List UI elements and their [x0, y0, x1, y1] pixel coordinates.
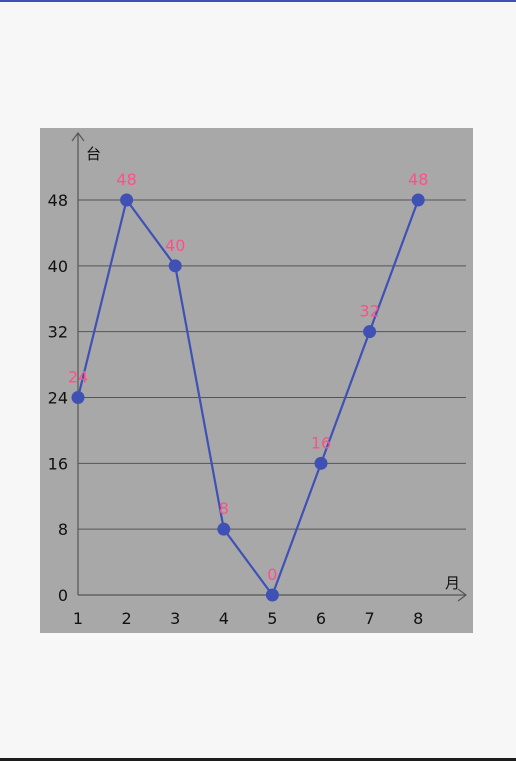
y-tick-label: 48 [48, 191, 68, 210]
y-axis-arrow [71, 132, 85, 142]
status-bar [0, 0, 516, 2]
series-line [76, 198, 420, 597]
data-point [363, 325, 377, 339]
x-tick-labels: 1 2 3 4 5 6 7 8 [73, 609, 423, 628]
y-tick-labels: 0 8 16 24 32 40 48 [48, 191, 68, 605]
chart-canvas: 0 8 16 24 32 40 48 1 2 3 4 5 6 7 8 台 月 24 48 40 8 0 16 32 48 [48, 132, 467, 628]
data-label: 32 [359, 302, 379, 321]
data-point [217, 522, 231, 536]
data-labels: 24 48 40 8 0 16 32 48 [68, 170, 429, 584]
data-label: 8 [219, 499, 229, 518]
series-line [76, 198, 420, 597]
x-tick-label: 8 [413, 609, 423, 628]
data-point [314, 456, 328, 470]
data-point [411, 193, 425, 207]
x-axis-arrow [457, 588, 467, 602]
x-tick-label: 4 [219, 609, 229, 628]
y-tick-label: 24 [48, 389, 68, 408]
y-tick-label: 32 [48, 323, 68, 342]
data-point [168, 259, 182, 273]
data-label: 24 [68, 368, 88, 387]
line-chart: 0 8 16 24 32 40 48 1 2 3 4 5 6 7 8 台 月 24 48 40 8 0 16 32 48 [40, 128, 473, 633]
data-point [265, 588, 279, 602]
x-tick-label: 6 [316, 609, 326, 628]
x-tick-label: 2 [122, 609, 132, 628]
x-tick-label: 7 [365, 609, 375, 628]
y-tick-label: 8 [58, 520, 68, 539]
y-tick-label: 40 [48, 257, 68, 276]
data-label: 0 [267, 565, 277, 584]
grid-lines [78, 199, 466, 530]
data-label: 48 [116, 170, 136, 189]
data-point [71, 391, 85, 404]
data-label: 48 [408, 170, 428, 189]
x-tick-label: 3 [170, 609, 180, 628]
x-axis-label: 月 [445, 574, 460, 592]
data-label: 16 [311, 433, 331, 452]
x-tick-label: 5 [267, 609, 277, 628]
y-tick-label: 16 [48, 454, 68, 473]
y-tick-label: 0 [58, 586, 68, 605]
data-point [120, 193, 134, 207]
x-tick-label: 1 [73, 609, 83, 628]
y-axis-label: 台 [86, 145, 101, 163]
data-points [71, 193, 425, 602]
data-label: 40 [165, 236, 185, 255]
navigation-bar [0, 758, 516, 761]
